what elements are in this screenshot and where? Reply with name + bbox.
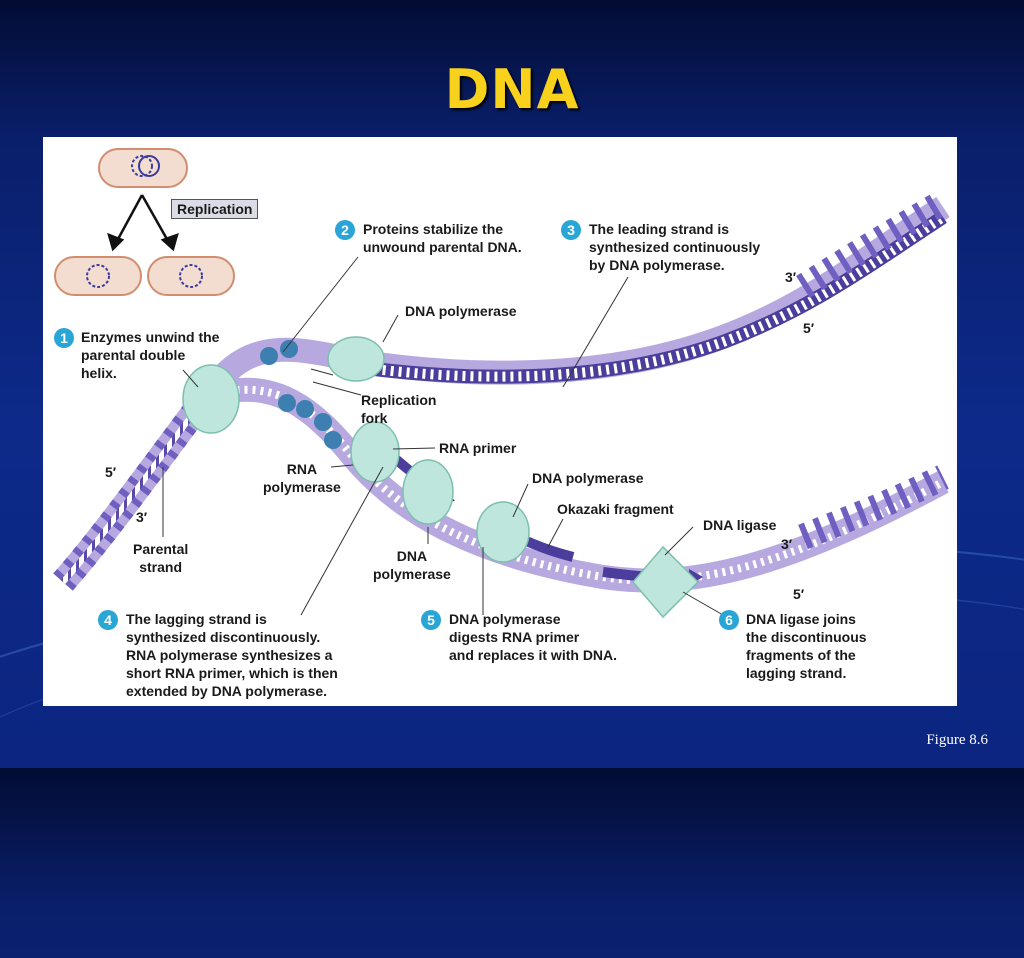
step-badge-4: 4 — [98, 610, 118, 630]
step-2-text: Proteins stabilize the unwound parental … — [363, 221, 522, 255]
leading-strand — [203, 190, 950, 395]
step-3-text: The leading strand is synthesized contin… — [589, 221, 761, 273]
enzymes — [182, 336, 700, 619]
dna-polymerase-lagging — [402, 459, 454, 525]
label-rna-polymerase: RNA polymerase — [263, 461, 341, 495]
leader-lines — [162, 256, 724, 616]
slide-title: DNA — [444, 58, 580, 121]
binding-proteins — [260, 340, 342, 449]
step-4-text: The lagging strand is synthesized discon… — [126, 611, 338, 699]
dna-polymerase-leading — [327, 336, 385, 382]
label-rna-primer: RNA primer — [439, 440, 517, 456]
step-5-text: DNA polymerase digests RNA primer and re… — [449, 611, 618, 663]
label-3-prime-left: 3′ — [136, 509, 148, 525]
label-3-prime-bottom: 3′ — [781, 536, 793, 552]
daughter-cell-right — [147, 256, 235, 296]
label-dna-polymerase-mid: DNA polymerase — [532, 470, 644, 486]
step-badge-1: 1 — [54, 328, 74, 348]
step-badge-2: 2 — [335, 220, 355, 240]
label-dna-polymerase-low: DNA polymerase — [373, 548, 451, 582]
step-1-text: Enzymes unwind the parental double helix… — [81, 329, 220, 381]
helicase-enzyme — [182, 364, 240, 434]
label-5-prime-top: 5′ — [803, 320, 815, 336]
label-okazaki-fragment: Okazaki fragment — [557, 501, 674, 517]
step-badge-6: 6 — [719, 610, 739, 630]
label-replication-fork: Replication fork — [361, 392, 437, 426]
daughter-cell-left — [54, 256, 142, 296]
rna-polymerase-enzyme — [350, 421, 400, 483]
dna-polymerase-primer — [476, 501, 530, 563]
replication-arrows — [107, 194, 179, 252]
step-6-text: DNA ligase joins the discontinuous fragm… — [746, 611, 867, 681]
label-3-prime-top: 3′ — [785, 269, 797, 285]
label-5-prime-bottom: 5′ — [793, 586, 805, 602]
dna-ligase-enzyme — [632, 545, 700, 619]
label-dna-ligase: DNA ligase — [703, 517, 777, 533]
parent-cell — [98, 148, 188, 188]
label-dna-polymerase-top: DNA polymerase — [405, 303, 517, 319]
dna-replication-figure: Replication 1 Enzymes unwind the parenta… — [43, 137, 957, 706]
step-badge-3: 3 — [561, 220, 581, 240]
dna-replication-diagram — [53, 148, 950, 619]
replication-label: Replication — [171, 199, 259, 219]
step-badge-5: 5 — [421, 610, 441, 630]
figure-caption: Figure 8.6 — [926, 732, 988, 748]
label-parental-strand: Parental strand — [133, 541, 189, 575]
label-5-prime-left: 5′ — [105, 464, 117, 480]
